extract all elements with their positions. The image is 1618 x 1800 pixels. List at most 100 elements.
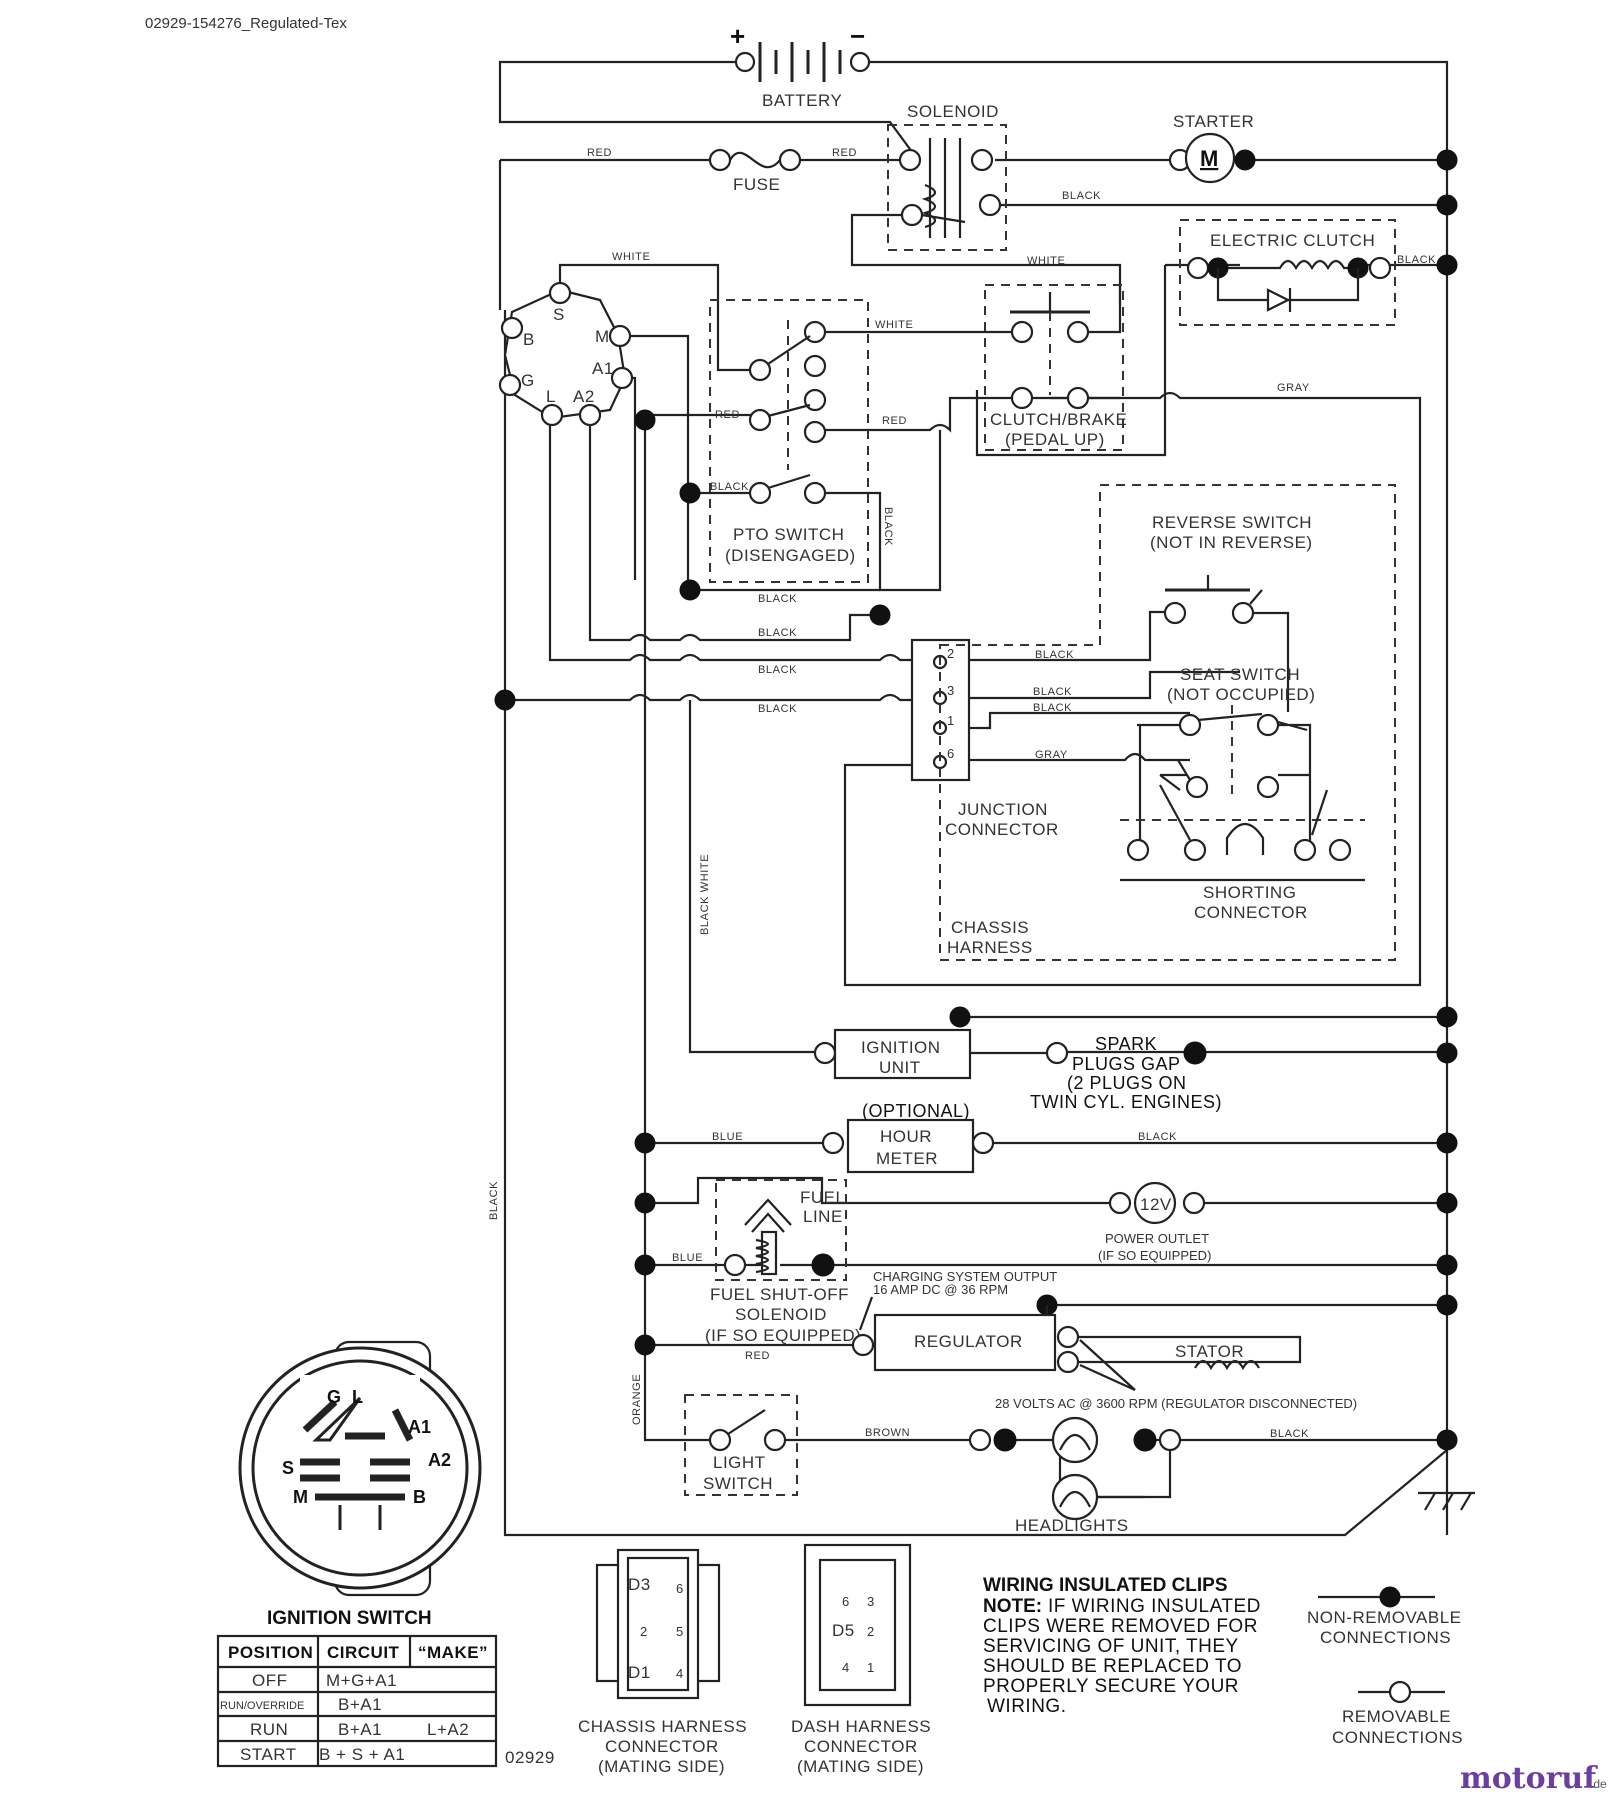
wire-labels: RED RED BLACK WHITE WHITE BLACK WHITE GR… — [488, 147, 1436, 1440]
wire-label-black: BLACK — [1033, 702, 1072, 714]
spark-plugs-label-1: SPARK — [1095, 1034, 1157, 1054]
dash-pin: 4 — [842, 1660, 849, 1675]
fuel-solenoid-label-3: (IF SO EQUIPPED) — [705, 1326, 861, 1345]
wire-label-black: BLACK — [1138, 1131, 1177, 1143]
shorting-connector-label-2: CONNECTOR — [1194, 903, 1308, 922]
pto-switch: PTO SWITCH (DISENGAGED) — [709, 299, 869, 583]
wire-label-white: WHITE — [1027, 255, 1065, 267]
watermark-logo: motoruf .de — [1460, 1761, 1607, 1796]
chassis-pin: 5 — [676, 1624, 683, 1639]
wire-label-black-vertical: BLACK — [488, 1181, 500, 1220]
power-outlet: 12V POWER OUTLET (IF SO EQUIPPED) — [1098, 1181, 1211, 1263]
power-outlet-label-2: (IF SO EQUIPPED) — [1098, 1248, 1211, 1263]
wire-label-red: RED — [715, 409, 740, 421]
fuel-solenoid: FUEL LINE FUEL SHUT-OFF SOLENOID (IF SO … — [705, 1179, 861, 1345]
shorting-connector-label-1: SHORTING — [1203, 883, 1296, 902]
note-prefix: NOTE: — [983, 1596, 1042, 1617]
header-text: 02929-154276_Regulated-Tex — [145, 15, 347, 32]
fuel-line-label-1: FUEL — [800, 1188, 845, 1207]
fuel-line-label-2: LINE — [803, 1207, 843, 1226]
junction-pin-2: 2 — [947, 646, 954, 661]
seat-switch-label-1: SEAT SWITCH — [1180, 665, 1300, 684]
dash-pin: 3 — [867, 1594, 874, 1609]
chassis-harness: REVERSE SWITCH (NOT IN REVERSE) SEAT SWI… — [939, 484, 1396, 961]
electric-clutch: ELECTRIC CLUTCH — [1179, 219, 1396, 326]
optional-label: (OPTIONAL) — [862, 1101, 970, 1121]
dash-connector-label-3: (MATING SIDE) — [797, 1757, 924, 1776]
dash-pin: D5 — [832, 1621, 855, 1640]
wire-label-black: BLACK — [758, 627, 797, 639]
table-cell: RUN — [250, 1720, 288, 1739]
light-switch-label-1: LIGHT — [713, 1453, 766, 1472]
note-line: SHOULD BE REPLACED TO — [983, 1656, 1242, 1677]
table-cell: OFF — [252, 1671, 288, 1690]
fuse-label: FUSE — [733, 175, 780, 194]
battery-minus: − — [850, 21, 865, 51]
legend-removable-1: REMOVABLE — [1342, 1707, 1451, 1726]
battery-plus: + — [730, 21, 745, 51]
seat-switch-label-2: (NOT OCCUPIED) — [1167, 685, 1315, 704]
wiring-note: WIRING INSULATED CLIPS NOTE: IF WIRING I… — [983, 1575, 1260, 1717]
watermark-main: motoruf — [1460, 1761, 1598, 1796]
ignition-unit-label-1: IGNITION — [861, 1038, 941, 1057]
junction-dots — [494, 149, 1458, 1451]
ignition-terminal-B: B — [523, 330, 535, 349]
reverse-switch-label-2: (NOT IN REVERSE) — [1150, 533, 1313, 552]
power-outlet-voltage: 12V — [1140, 1195, 1172, 1214]
wire-label-black: BLACK — [1062, 190, 1101, 202]
battery: + − BATTERY — [730, 21, 871, 110]
wire-label-black: BLACK — [1270, 1428, 1309, 1440]
dash-pin: 1 — [867, 1660, 874, 1675]
table-cell: B+A1 — [338, 1720, 382, 1739]
dash-harness-connector: 6 3 D5 2 4 1 DASH HARNESS CONNECTOR (MAT… — [791, 1543, 931, 1776]
switch-face-label-B: B — [413, 1487, 426, 1507]
stator-note: 28 VOLTS AC @ 3600 RPM (REGULATOR DISCON… — [995, 1396, 1357, 1411]
switch-face-label-M: M — [293, 1487, 308, 1507]
wire-label-black: BLACK — [758, 664, 797, 676]
starter: STARTER M — [1168, 112, 1256, 184]
electric-clutch-label: ELECTRIC CLUTCH — [1210, 231, 1375, 250]
headlights-label: HEADLIGHTS — [1015, 1516, 1129, 1535]
note-title: WIRING INSULATED CLIPS — [983, 1575, 1228, 1596]
ignition-unit: IGNITION UNIT SPARK PLUGS GAP (2 PLUGS O… — [813, 1006, 1222, 1112]
note-line: PROPERLY SECURE YOUR — [983, 1676, 1239, 1697]
wire-label-black: BLACK — [1397, 254, 1436, 266]
chassis-connector-label-3: (MATING SIDE) — [598, 1757, 725, 1776]
chassis-harness-label-1: CHASSIS — [951, 918, 1029, 937]
chassis-pin: 6 — [676, 1581, 683, 1596]
wire-label-red: RED — [832, 147, 857, 159]
junction-pin-1: 1 — [947, 713, 954, 728]
chassis-pin: D3 — [628, 1575, 651, 1594]
hour-meter-label-1: HOUR — [880, 1127, 932, 1146]
wire-label-gray: GRAY — [1035, 749, 1068, 761]
ignition-table: POSITION CIRCUIT “MAKE” OFF M+G+A1 RUN/O… — [216, 1634, 554, 1768]
legend-removable-2: CONNECTIONS — [1332, 1728, 1463, 1747]
chassis-connector-label-1: CHASSIS HARNESS — [578, 1717, 747, 1736]
wire-label-blue: BLUE — [672, 1252, 703, 1264]
wire-label-black: BLACK — [1033, 686, 1072, 698]
wire-label-black: BLACK — [758, 703, 797, 715]
chassis-harness-connector: D3 6 2 5 D1 4 CHASSIS HARNESS CONNECTOR … — [578, 1548, 747, 1776]
ground-symbol — [1418, 1491, 1475, 1511]
wire-label-red: RED — [745, 1350, 770, 1362]
dash-pin: 6 — [842, 1594, 849, 1609]
ignition-unit-label-2: UNIT — [879, 1058, 921, 1077]
spark-plugs-label-4: TWIN CYL. ENGINES) — [1030, 1092, 1222, 1112]
spark-plugs-label-2: PLUGS GAP — [1072, 1054, 1181, 1074]
dash-connector-label-1: DASH HARNESS — [791, 1717, 931, 1736]
dash-connector-label-2: CONNECTOR — [804, 1737, 918, 1756]
junction-pin-6: 6 — [947, 746, 954, 761]
hour-meter: (OPTIONAL) HOUR METER — [821, 1101, 995, 1174]
table-header-circuit: CIRCUIT — [327, 1643, 400, 1662]
chassis-connector-label-2: CONNECTOR — [605, 1737, 719, 1756]
ignition-terminal-M: M — [595, 327, 610, 346]
battery-label: BATTERY — [762, 91, 842, 110]
pto-switch-label-1: PTO SWITCH — [733, 525, 844, 544]
light-switch-label-2: SWITCH — [703, 1474, 773, 1493]
headlights: HEADLIGHTS — [968, 1416, 1182, 1535]
table-cell: RUN/OVERRIDE — [220, 1700, 304, 1712]
solenoid: SOLENOID — [887, 102, 1007, 251]
regulator-label: REGULATOR — [914, 1332, 1023, 1351]
hour-meter-label-2: METER — [876, 1149, 938, 1168]
wire-label-red: RED — [882, 415, 907, 427]
